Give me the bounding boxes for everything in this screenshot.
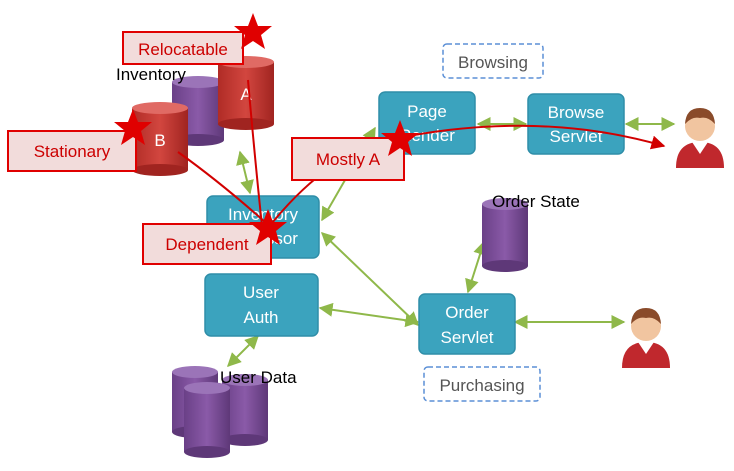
red-line-a-to-accessor xyxy=(247,79,263,227)
purchasing-group-label: Purchasing xyxy=(423,366,541,402)
user-icon xyxy=(622,308,670,368)
user-auth-line2: Auth xyxy=(244,308,279,327)
user-data-database xyxy=(172,366,268,458)
order-servlet-line2: Servlet xyxy=(441,328,494,347)
order-state-database xyxy=(482,198,528,272)
callout-mostly-a: Mostly A xyxy=(291,137,405,181)
purchasing-label: Purchasing xyxy=(439,376,524,395)
browse-servlet-node[interactable]: Browse Servlet xyxy=(527,93,625,155)
order-servlet-line1: Order xyxy=(445,303,489,322)
connector-order-state xyxy=(465,240,487,294)
callout-dependent-label: Dependent xyxy=(165,235,248,254)
callout-stationary-label: Stationary xyxy=(34,142,111,161)
connectors xyxy=(227,117,676,367)
browsing-group-label: Browsing xyxy=(442,43,544,79)
browsing-label: Browsing xyxy=(458,53,528,72)
database-b-label: B xyxy=(154,131,165,150)
callout-mostly-a-label: Mostly A xyxy=(316,150,381,169)
star-icon xyxy=(234,13,272,49)
star-icon xyxy=(381,120,419,156)
user-auth-line1: User xyxy=(243,283,279,302)
user-data-label: User Data xyxy=(220,368,297,387)
callout-relocatable: Relocatable xyxy=(122,31,244,65)
browse-servlet-line1: Browse xyxy=(548,103,605,122)
connector-auth-userdata xyxy=(227,335,259,367)
order-state-label: Order State xyxy=(492,192,580,211)
user-icon xyxy=(676,108,724,168)
database-a: A xyxy=(218,56,274,130)
callout-stationary: Stationary xyxy=(7,130,137,172)
order-servlet-node[interactable]: Order Servlet xyxy=(418,293,516,355)
connector-inventory-accessor xyxy=(236,150,254,195)
browse-servlet-line2: Servlet xyxy=(550,127,603,146)
user-auth-node[interactable]: User Auth xyxy=(204,273,319,337)
star-icon xyxy=(114,109,152,145)
page-render-line1: Page xyxy=(407,102,447,121)
inventory-label: Inventory xyxy=(116,65,186,84)
callout-dependent: Dependent xyxy=(142,223,272,265)
callout-relocatable-label: Relocatable xyxy=(138,40,228,59)
connector-auth-order xyxy=(318,302,420,328)
inventory-accessor-line1: Inventory xyxy=(228,205,298,224)
star-icon xyxy=(249,209,287,245)
red-line-b-to-accessor xyxy=(177,151,266,223)
